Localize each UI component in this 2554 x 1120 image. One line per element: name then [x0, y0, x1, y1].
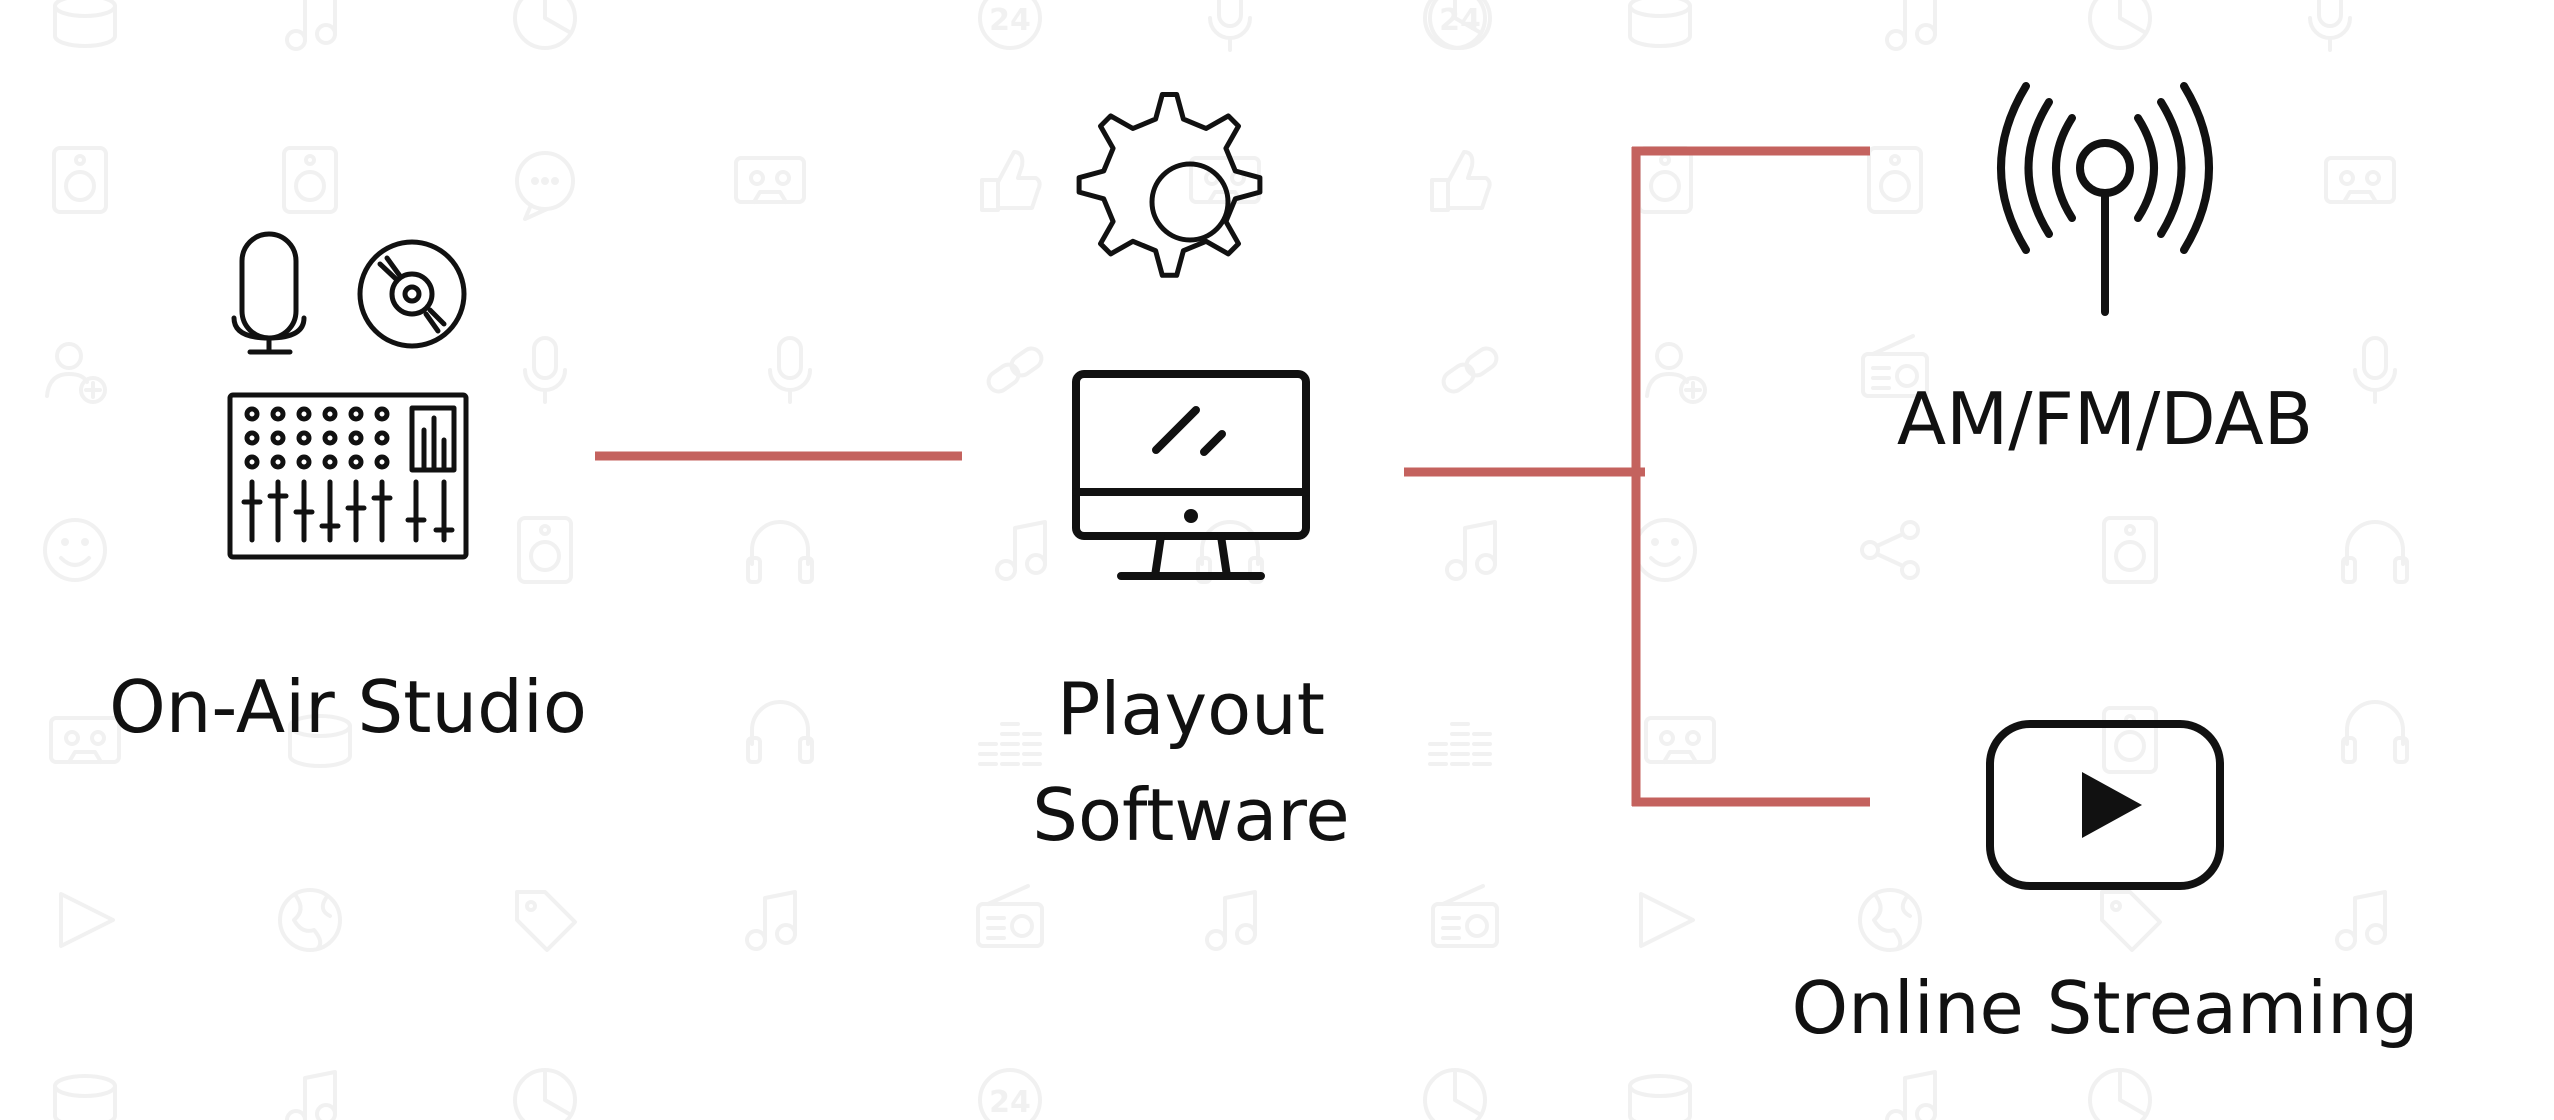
node-online-streaming: Online Streaming — [1792, 720, 2419, 1050]
play-button-icon — [1986, 720, 2224, 890]
broadcast-label: AM/FM/DAB — [1897, 377, 2313, 461]
playout-label-line2: Software — [1032, 773, 1349, 857]
node-broadcast: AM/FM/DAB — [1897, 82, 2313, 461]
node-on-air-studio: On-Air Studio — [109, 231, 587, 749]
connectors — [595, 146, 1870, 807]
gear-icon — [1076, 92, 1263, 278]
streaming-label: Online Streaming — [1792, 966, 2419, 1050]
studio-label: On-Air Studio — [109, 665, 587, 749]
desktop-monitor-icon — [1072, 370, 1310, 580]
radio-antenna-icon — [1997, 82, 2213, 316]
playout-label-line1: Playout — [1057, 667, 1325, 751]
mixing-console-icon — [227, 392, 469, 560]
microphone-icon — [231, 231, 307, 355]
cd-disc-icon — [357, 239, 467, 349]
